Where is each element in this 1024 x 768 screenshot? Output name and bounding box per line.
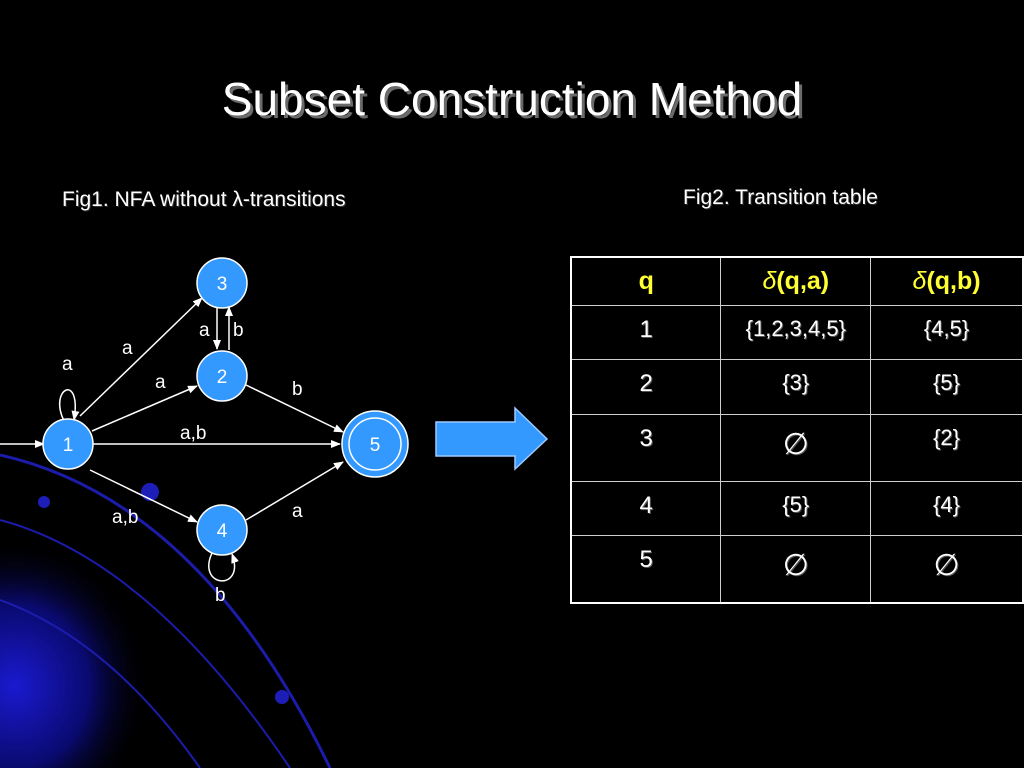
- cell-delta-b: {2}: [870, 413, 1024, 482]
- state-5-final: 5: [341, 410, 409, 478]
- fig1-caption: Fig1. NFA without λ-transitions: [62, 188, 346, 211]
- table-header-row: q δ(q,a) δ(q,b): [570, 256, 1024, 306]
- cell-delta-a: {3}: [720, 359, 872, 415]
- cell-q: 2: [570, 359, 722, 415]
- header-delta-b: δ(q,b): [870, 256, 1024, 306]
- label-edge-2-3: a: [199, 320, 210, 341]
- cell-delta-a: {5}: [720, 480, 872, 537]
- transition-table: q δ(q,a) δ(q,b) 1 {1,2,3,4,5} {4,5} 2 {3…: [570, 256, 1024, 604]
- cell-q: 4: [570, 480, 722, 537]
- state-1: 1: [42, 418, 94, 470]
- state-2: 2: [196, 350, 248, 402]
- label-loop-4: b: [215, 585, 226, 606]
- label-edge-1-2: a: [155, 372, 166, 393]
- label-edge-1-4: a,b: [112, 507, 138, 528]
- cell-delta-b: {4,5}: [870, 304, 1024, 361]
- header-a-args: (q,a): [776, 266, 830, 295]
- cell-delta-a: ∅: [720, 535, 872, 604]
- state-1-label: 1: [63, 435, 74, 456]
- slide-title: Subset Construction Method: [221, 73, 803, 125]
- cell-q: 1: [570, 304, 722, 361]
- table-row: 2 {3} {5}: [570, 359, 1024, 415]
- state-2-label: 2: [217, 367, 228, 388]
- delta-symbol: δ: [912, 266, 927, 295]
- cell-delta-a: {1,2,3,4,5}: [720, 304, 872, 361]
- state-4: 4: [196, 504, 248, 556]
- cell-q: 5: [570, 535, 722, 604]
- edge-1-3: [79, 297, 203, 417]
- state-4-label: 4: [217, 521, 228, 542]
- header-q: q: [570, 256, 722, 306]
- label-edge-1-3: a: [122, 338, 133, 359]
- state-5-label: 5: [370, 435, 381, 456]
- edge-1-4: [89, 469, 198, 523]
- edge-4-5: [245, 461, 344, 521]
- fig2-caption: Fig2. Transition table: [683, 186, 878, 209]
- state-3-label: 3: [217, 274, 228, 295]
- label-edge-1-5: a,b: [180, 423, 206, 444]
- label-edge-4-5: a: [292, 501, 303, 522]
- loop-1: [58, 389, 80, 422]
- table-row: 1 {1,2,3,4,5} {4,5}: [570, 304, 1024, 361]
- table-row: 4 {5} {4}: [570, 480, 1024, 537]
- table-row: 3 ∅ {2}: [570, 413, 1024, 482]
- delta-symbol: δ: [762, 266, 777, 295]
- cell-delta-b: {5}: [870, 359, 1024, 415]
- cell-q: 3: [570, 413, 722, 482]
- state-3: 3: [196, 257, 248, 309]
- nfa-diagram: a a a a,b a,b a b b a b 1: [0, 257, 409, 606]
- cell-delta-a: ∅: [720, 413, 872, 482]
- cell-delta-b: ∅: [870, 535, 1024, 604]
- cell-delta-b: {4}: [870, 480, 1024, 537]
- loop-4: [208, 552, 239, 582]
- table-row: 5 ∅ ∅: [570, 535, 1024, 604]
- label-loop-1: a: [62, 354, 73, 375]
- label-edge-3-2: b: [233, 320, 244, 341]
- label-edge-2-5: b: [292, 379, 303, 400]
- edge-2-5: [245, 384, 344, 433]
- edge-1-2: [91, 385, 198, 432]
- right-arrow-icon: [435, 406, 549, 471]
- header-b-args: (q,b): [926, 266, 981, 295]
- header-delta-a: δ(q,a): [720, 256, 872, 306]
